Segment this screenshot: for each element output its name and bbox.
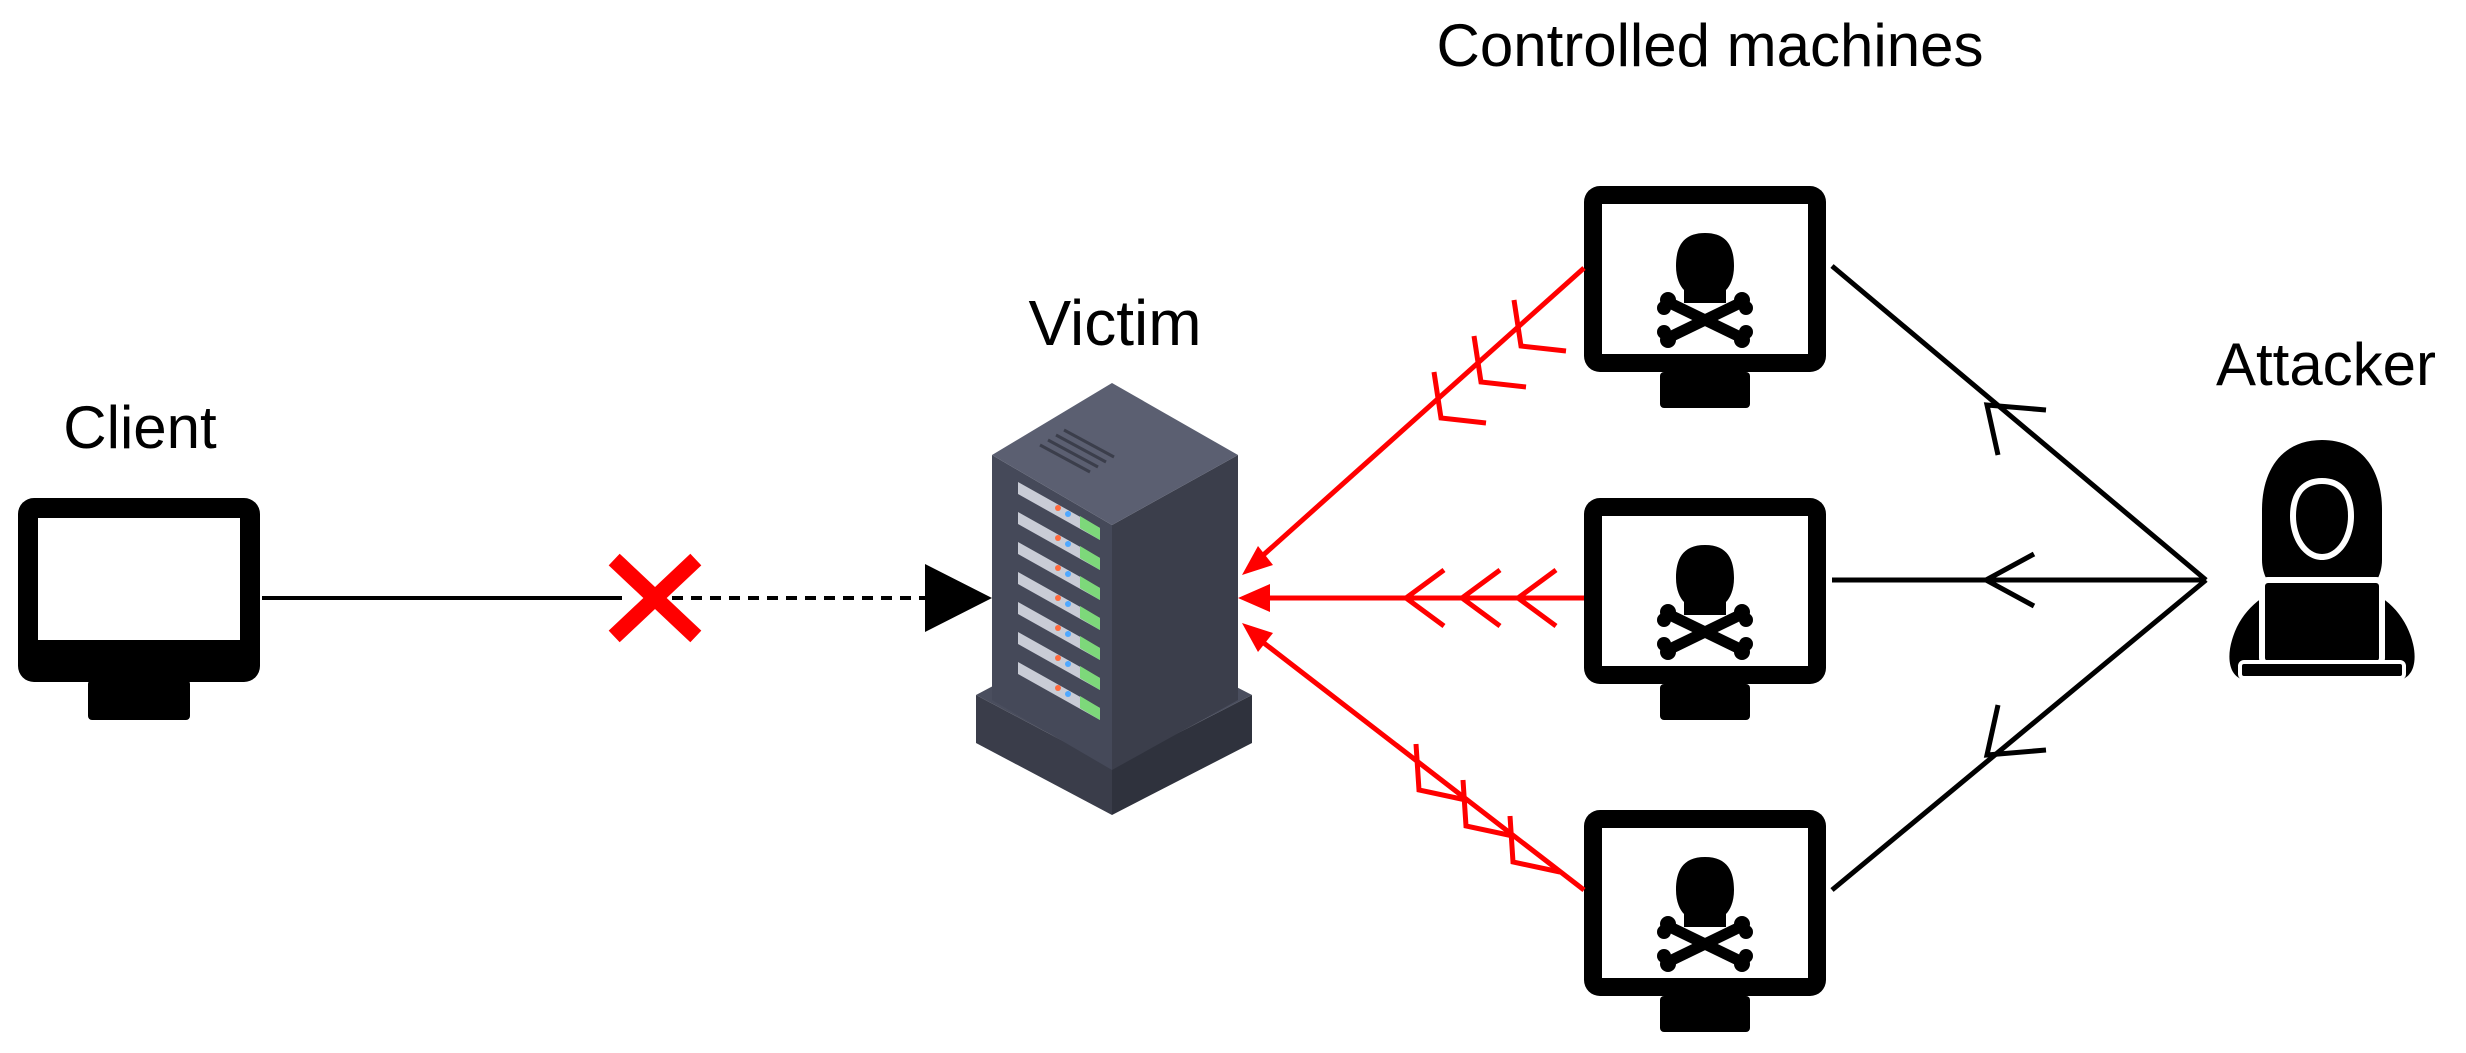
blocked-red-x-icon xyxy=(608,553,702,643)
label-controlled-machines: Controlled machines xyxy=(1437,12,1984,79)
label-victim: Victim xyxy=(1028,287,1201,359)
controlled-machine-middle-skull-monitor-icon xyxy=(1584,498,1826,720)
attack-flows xyxy=(1258,266,1586,892)
attacker-hooded-hacker-icon xyxy=(2229,440,2415,680)
label-client: Client xyxy=(63,394,217,461)
controlled-machine-bottom-skull-monitor-icon xyxy=(1584,810,1826,1032)
controlled-machine-top-skull-monitor-icon xyxy=(1584,186,1826,408)
attack-arrowheads xyxy=(1238,546,1273,652)
client-monitor-icon xyxy=(18,498,260,720)
client-connection-line xyxy=(262,564,992,632)
label-attacker: Attacker xyxy=(2216,331,2436,398)
command-flows xyxy=(1830,264,2208,892)
server-drive-bays xyxy=(1018,482,1100,720)
server-rack-icon xyxy=(976,383,1252,815)
